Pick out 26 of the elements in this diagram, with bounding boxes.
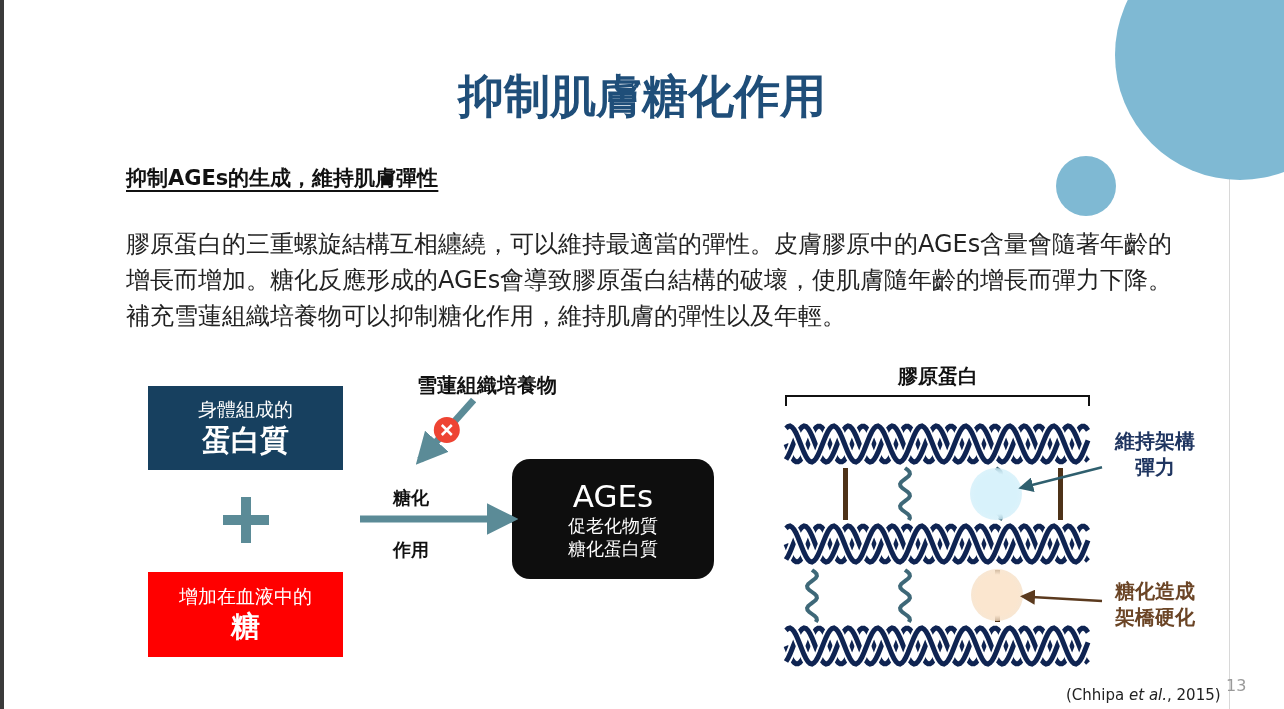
page-number: 13 (1226, 676, 1247, 695)
box-text: 蛋白質 (202, 421, 289, 458)
box-text: 糖化蛋白質 (568, 537, 658, 561)
box-heading: AGEs (572, 477, 654, 516)
figure-heading: 膠原蛋白 (896, 364, 979, 389)
blocked-arrow (415, 397, 477, 465)
highlight-circle (971, 569, 1023, 621)
citation: (Chhipa et al., 2015) (1066, 686, 1221, 704)
arrow-label: 作用 (393, 538, 429, 562)
arrow-label: 糖化 (393, 486, 429, 510)
box-heading: 增加在血液中的 (179, 584, 312, 609)
ingredient-label: 雪蓮組織培養物 (392, 370, 582, 400)
subheading: 抑制AGEs的生成，維持肌膚彈性 (126, 165, 439, 192)
box-heading: 身體組成的 (198, 398, 293, 422)
box-text: 糖 (231, 608, 260, 645)
ages-box (512, 459, 714, 579)
arrow (1018, 466, 1103, 493)
callout-text: 維持架構彈力 (1102, 424, 1208, 484)
slide-title: 抑制肌膚糖化作用 (456, 68, 827, 125)
protein-box (148, 386, 343, 470)
sugar-box (148, 572, 343, 657)
callout-text: 糖化造成架橋硬化 (1102, 574, 1208, 634)
arrow (1020, 589, 1103, 605)
highlight-circle (970, 468, 1022, 520)
body-paragraph: 膠原蛋白的三重螺旋結構互相纏繞，可以維持最適當的彈性。皮膚膠原中的AGEs含量會隨著年齡的增長而增加。糖化反應形成的AGEs會導致膠原蛋白結構的破壞，使肌膚隨年齡的增長而彈力下降。補充雪蓮組織培養物可以抑制糖化作用，維持肌膚的彈性以及年輕。 (126, 229, 1174, 332)
box-text: 促老化物質 (568, 515, 658, 538)
